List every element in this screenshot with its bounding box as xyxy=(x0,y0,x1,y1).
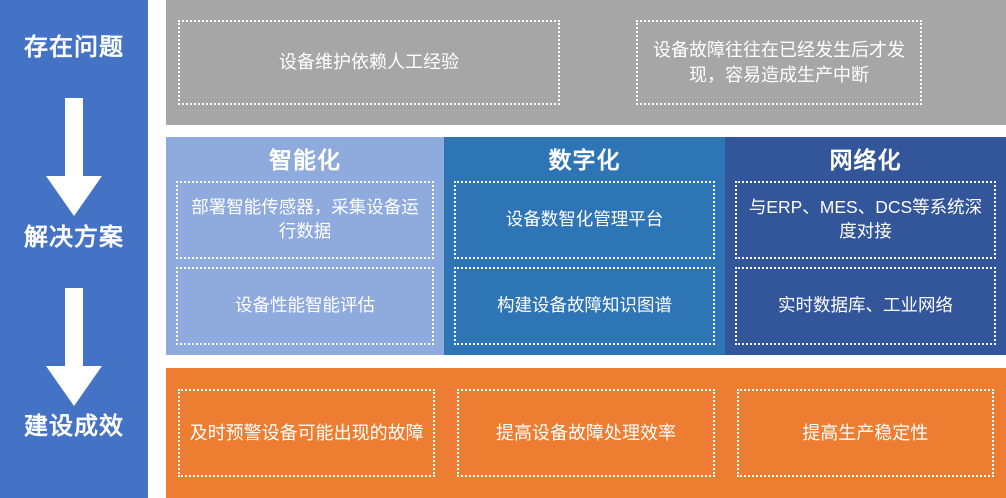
problem-card: 设备故障往往在已经发生后才发现，容易造成生产中断 xyxy=(636,20,922,105)
effects-band: 及时预警设备可能出现的故障 提高设备故障处理效率 提高生产稳定性 xyxy=(166,368,1006,498)
stage-label-effects: 建设成效 xyxy=(24,413,124,440)
effect-card: 提高生产稳定性 xyxy=(736,389,994,477)
solution-column-title: 数字化 xyxy=(548,147,621,173)
solution-card: 设备性能智能评估 xyxy=(176,267,434,345)
effect-card: 提高设备故障处理效率 xyxy=(457,389,715,477)
effect-card: 及时预警设备可能出现的故障 xyxy=(178,389,436,477)
solution-card: 与ERP、MES、DCS等系统深度对接 xyxy=(735,181,996,259)
solution-column-intelligent: 智能化 部署智能传感器，采集设备运行数据 设备性能智能评估 xyxy=(166,137,444,355)
problems-box-row: 设备维护依赖人工经验 设备故障往往在已经发生后才发现，容易造成生产中断 xyxy=(166,20,1006,105)
down-arrow-icon-1 xyxy=(46,98,102,221)
down-arrow-icon-2 xyxy=(46,288,102,411)
problem-card: 设备维护依赖人工经验 xyxy=(178,20,560,105)
content-stack: 设备维护依赖人工经验 设备故障往往在已经发生后才发现，容易造成生产中断 智能化 … xyxy=(166,0,1006,498)
stage-label-solutions: 解决方案 xyxy=(24,224,124,251)
stage-rail: 存在问题 解决方案 建设成效 xyxy=(0,0,148,498)
solutions-band: 智能化 部署智能传感器，采集设备运行数据 设备性能智能评估 数字化 设备数智化管… xyxy=(166,137,1006,355)
solution-card: 设备数智化管理平台 xyxy=(454,181,715,259)
stage-label-problems: 存在问题 xyxy=(24,34,124,61)
solution-card: 部署智能传感器，采集设备运行数据 xyxy=(176,181,434,259)
solution-card: 构建设备故障知识图谱 xyxy=(454,267,715,345)
problems-band: 设备维护依赖人工经验 设备故障往往在已经发生后才发现，容易造成生产中断 xyxy=(166,0,1006,125)
effects-box-row: 及时预警设备可能出现的故障 提高设备故障处理效率 提高生产稳定性 xyxy=(166,389,1006,477)
solution-column-title: 智能化 xyxy=(269,147,341,173)
solution-column-network: 网络化 与ERP、MES、DCS等系统深度对接 实时数据库、工业网络 xyxy=(725,137,1006,355)
solution-card: 实时数据库、工业网络 xyxy=(735,267,996,345)
solution-column-title: 网络化 xyxy=(829,147,902,173)
solution-column-digital: 数字化 设备数智化管理平台 构建设备故障知识图谱 xyxy=(444,137,725,355)
